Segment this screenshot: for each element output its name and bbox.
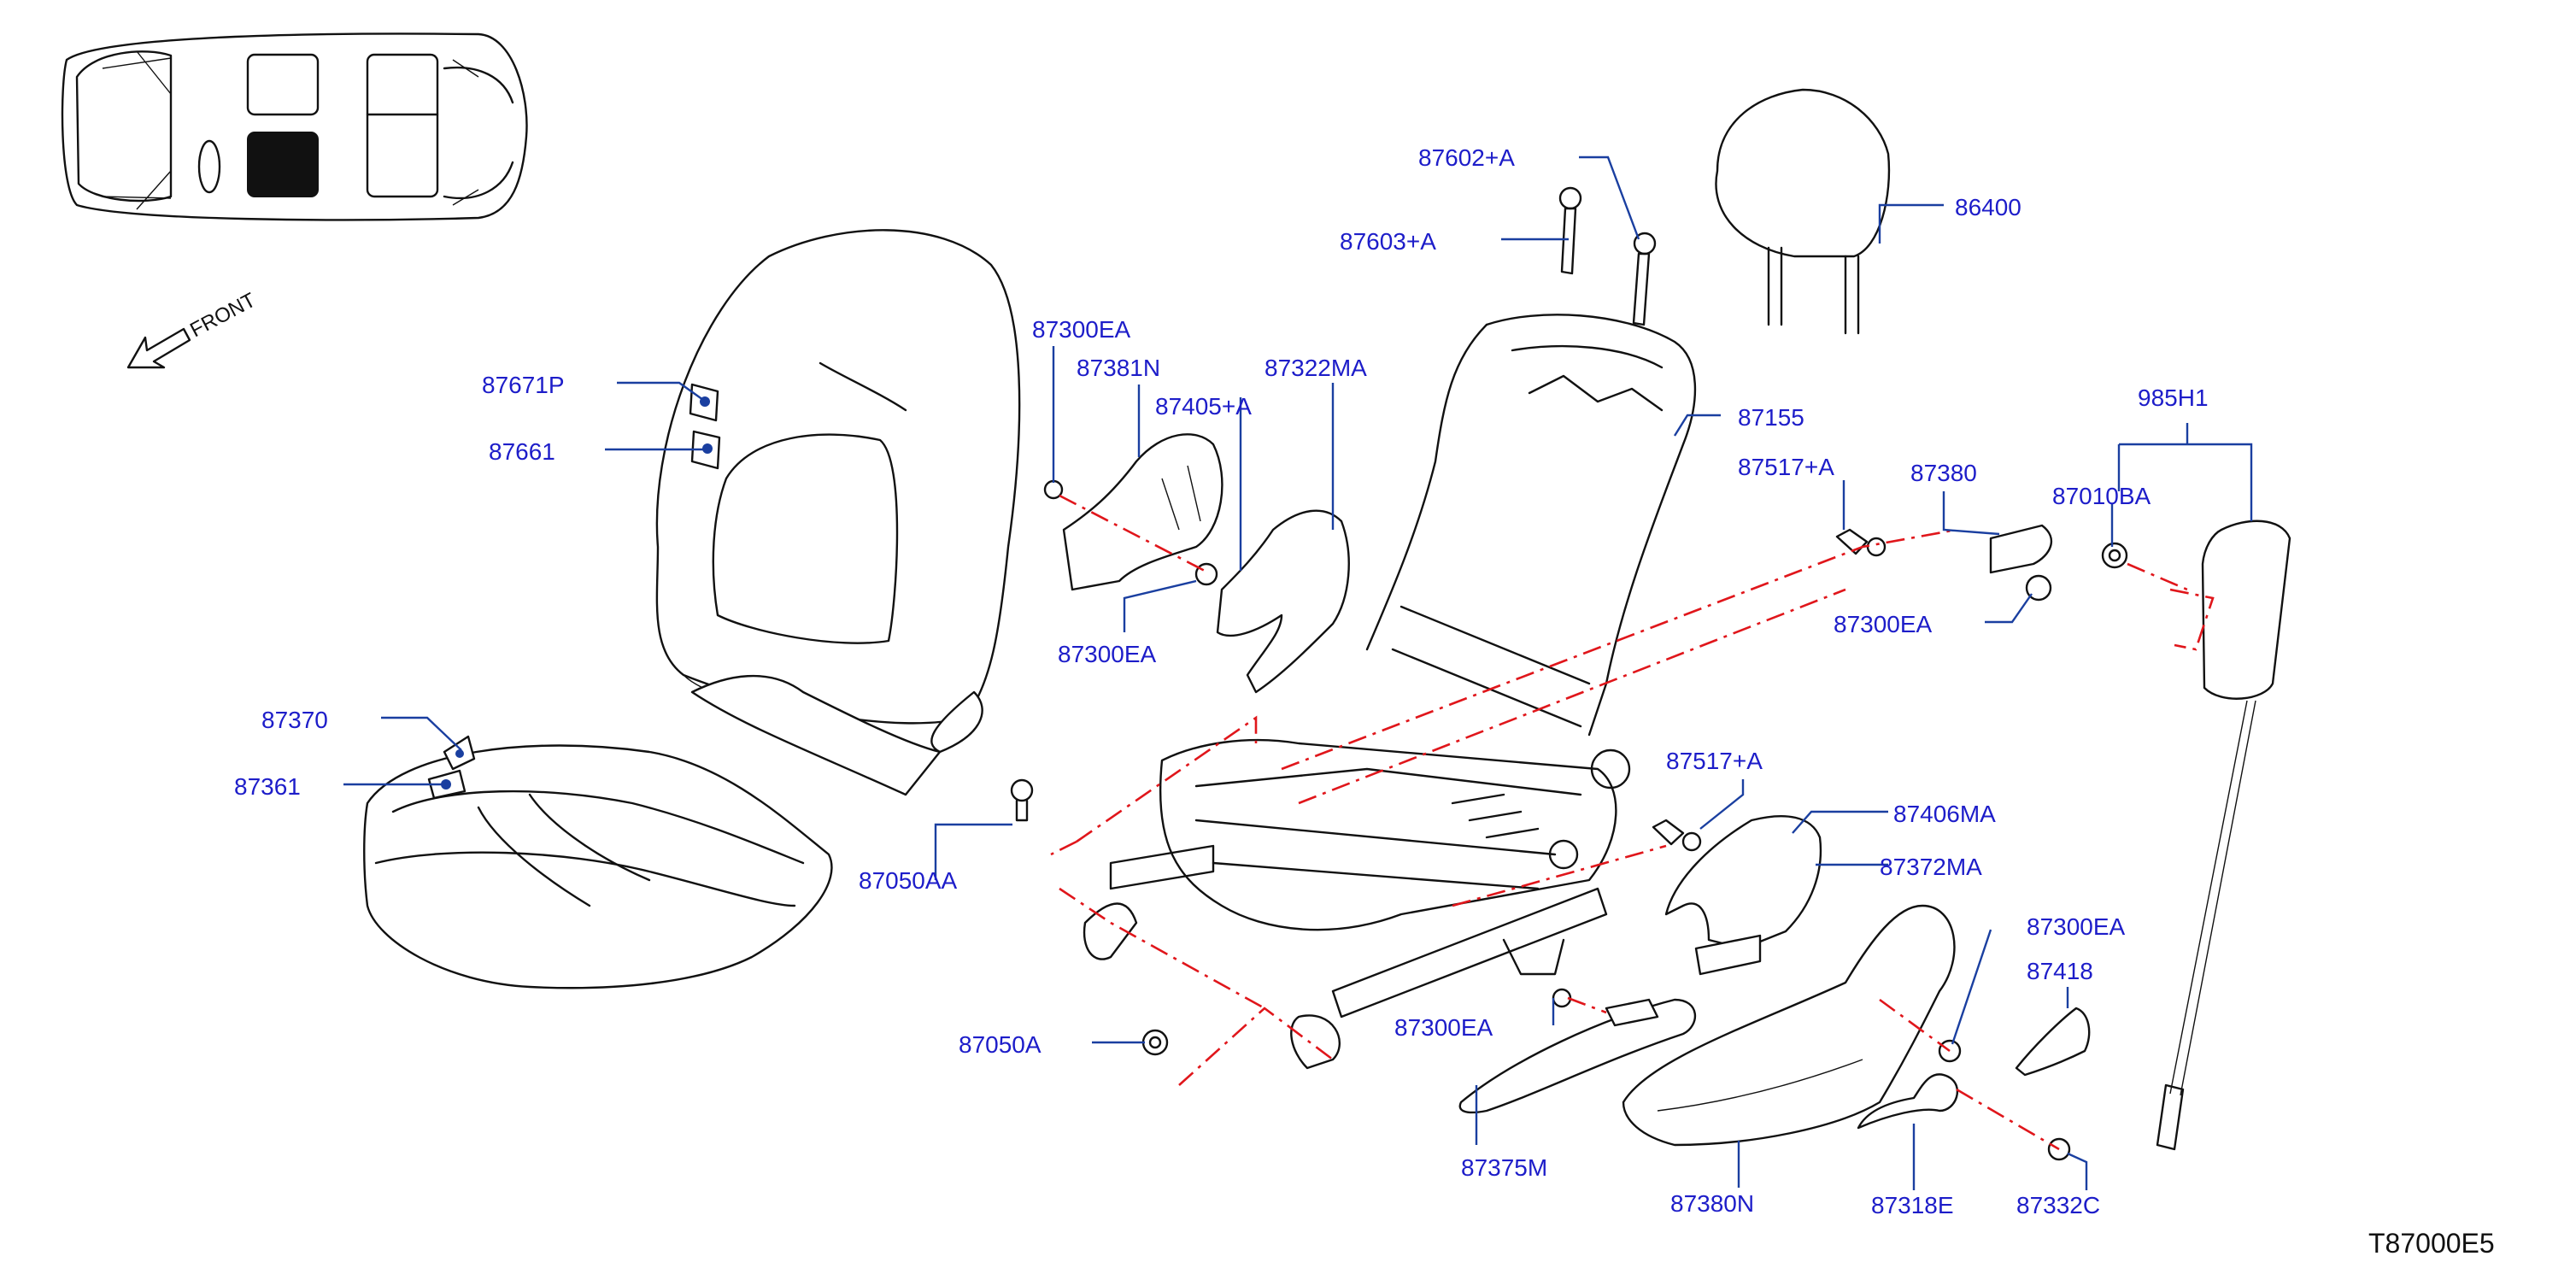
nut-87010BA <box>2101 542 2128 569</box>
label-87300EA-d: 87300EA <box>2027 913 2126 940</box>
knob-87418 <box>2015 1007 2091 1077</box>
clip-87517A-upper <box>1835 528 1887 557</box>
bracket-87322MA <box>1216 509 1350 694</box>
label-87602A: 87602+A <box>1418 144 1515 171</box>
seat-cushion <box>363 744 833 989</box>
seat-frame-87155 <box>1083 314 1697 1070</box>
drawing-code: T87000E5 <box>2368 1228 2495 1259</box>
bracket-87381N <box>1062 433 1223 591</box>
clip-87517A-lower <box>1652 819 1702 852</box>
label-86400: 86400 <box>1955 194 2021 220</box>
label-87517A-a: 87517+A <box>1738 454 1834 480</box>
seatback-cushion <box>655 229 1021 796</box>
tag-87671P <box>689 383 719 422</box>
vehicle-locator-icon <box>61 32 528 221</box>
airbag-module-985H1 <box>2156 520 2291 1151</box>
label-87300EA-a: 87300EA <box>1032 316 1131 343</box>
cover-87375M <box>1458 998 1696 1114</box>
label-87517A-b: 87517+A <box>1666 748 1763 774</box>
label-87010BA: 87010BA <box>2052 483 2151 509</box>
headrest-86400 <box>1715 88 1891 335</box>
leader-lines <box>343 156 2253 1190</box>
label-87671P: 87671P <box>482 372 565 398</box>
headrest-guide-87602A <box>1632 232 1657 326</box>
cover-87406MA <box>1664 814 1822 976</box>
front-arrow-icon <box>126 327 191 369</box>
label-87300EA-e: 87300EA <box>1394 1014 1493 1041</box>
tag-87370 <box>443 735 476 771</box>
label-87380N: 87380N <box>1670 1190 1754 1217</box>
side-cover-87380N <box>1622 904 1956 1147</box>
assembly-lines <box>1050 494 2215 1151</box>
label-87300EA-c: 87300EA <box>1834 611 1933 637</box>
bracket-87380 <box>1989 524 2052 602</box>
headrest-guide-87603A <box>1558 186 1582 275</box>
label-87405A: 87405+A <box>1155 393 1252 420</box>
label-87332C: 87332C <box>2016 1192 2100 1218</box>
label-87370: 87370 <box>261 707 328 733</box>
label-87380: 87380 <box>1910 460 1977 486</box>
label-87322MA: 87322MA <box>1265 355 1367 381</box>
label-87418: 87418 <box>2027 958 2093 984</box>
label-87603A: 87603+A <box>1340 228 1436 255</box>
cover-87318E <box>1857 1073 1958 1130</box>
label-87361: 87361 <box>234 773 301 800</box>
label-87155: 87155 <box>1738 404 1804 431</box>
label-87375M: 87375M <box>1461 1154 1547 1181</box>
label-87661: 87661 <box>489 438 555 465</box>
label-87050AA: 87050AA <box>859 867 958 894</box>
label-87300EA-b: 87300EA <box>1058 641 1157 667</box>
label-87372MA: 87372MA <box>1880 854 1982 880</box>
label-87050A: 87050A <box>959 1031 1042 1058</box>
label-87318E: 87318E <box>1871 1192 1954 1218</box>
label-87381N: 87381N <box>1077 355 1160 381</box>
label-87406MA: 87406MA <box>1893 801 1996 827</box>
front-label: FRONT <box>186 288 260 342</box>
bolt-87050AA <box>1010 778 1034 822</box>
bolt-87050A <box>1141 1029 1169 1056</box>
part-labels: 87671P 87661 87370 87361 87300EA 87381N … <box>234 144 2209 1218</box>
tag-87361 <box>427 769 466 800</box>
label-985H1: 985H1 <box>2138 385 2209 411</box>
